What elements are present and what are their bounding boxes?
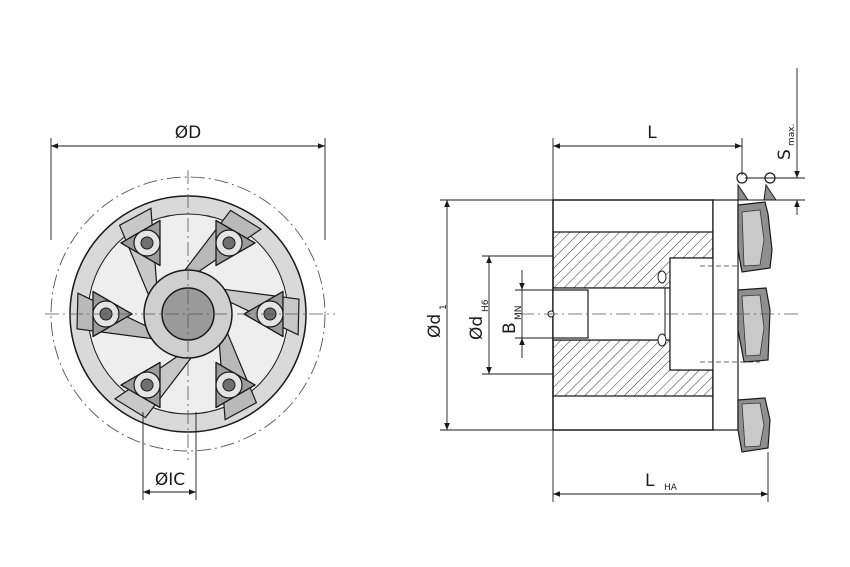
label-lha: L xyxy=(645,471,655,491)
insert-pocket xyxy=(215,219,256,267)
front-view: ØD ØIC xyxy=(45,123,335,500)
torx-socket xyxy=(222,236,236,250)
insert-pocket xyxy=(215,361,256,409)
label-d1-sub: 1 xyxy=(439,304,449,310)
torx-socket xyxy=(140,378,154,392)
label-b-sub: MN xyxy=(514,306,524,321)
cross-hole-upper xyxy=(657,270,667,284)
side-view: L S max. Ød 1 Ød H6 B xyxy=(425,68,805,502)
label-s-sub: max. xyxy=(787,124,797,146)
side-inserts xyxy=(736,172,777,453)
torx-socket xyxy=(140,236,154,250)
label-l: L xyxy=(647,123,657,143)
inserts xyxy=(92,219,284,409)
label-b: B xyxy=(500,322,520,334)
label-s: S xyxy=(775,149,795,160)
cross-hole-lower xyxy=(657,333,667,347)
reference-circle xyxy=(50,176,326,452)
label-d1: Ød xyxy=(425,314,445,338)
label-dh6: Ød xyxy=(467,316,487,340)
insert-pocket xyxy=(243,290,284,338)
label-lha-sub: HA xyxy=(664,483,678,493)
label-ic: ØIC xyxy=(155,470,185,490)
label-od: ØD xyxy=(175,123,201,143)
head-body xyxy=(712,199,739,431)
torx-socket xyxy=(222,378,236,392)
insert-pocket xyxy=(120,361,161,409)
label-dh6-sub: H6 xyxy=(481,299,491,312)
insert-pocket xyxy=(120,219,161,267)
